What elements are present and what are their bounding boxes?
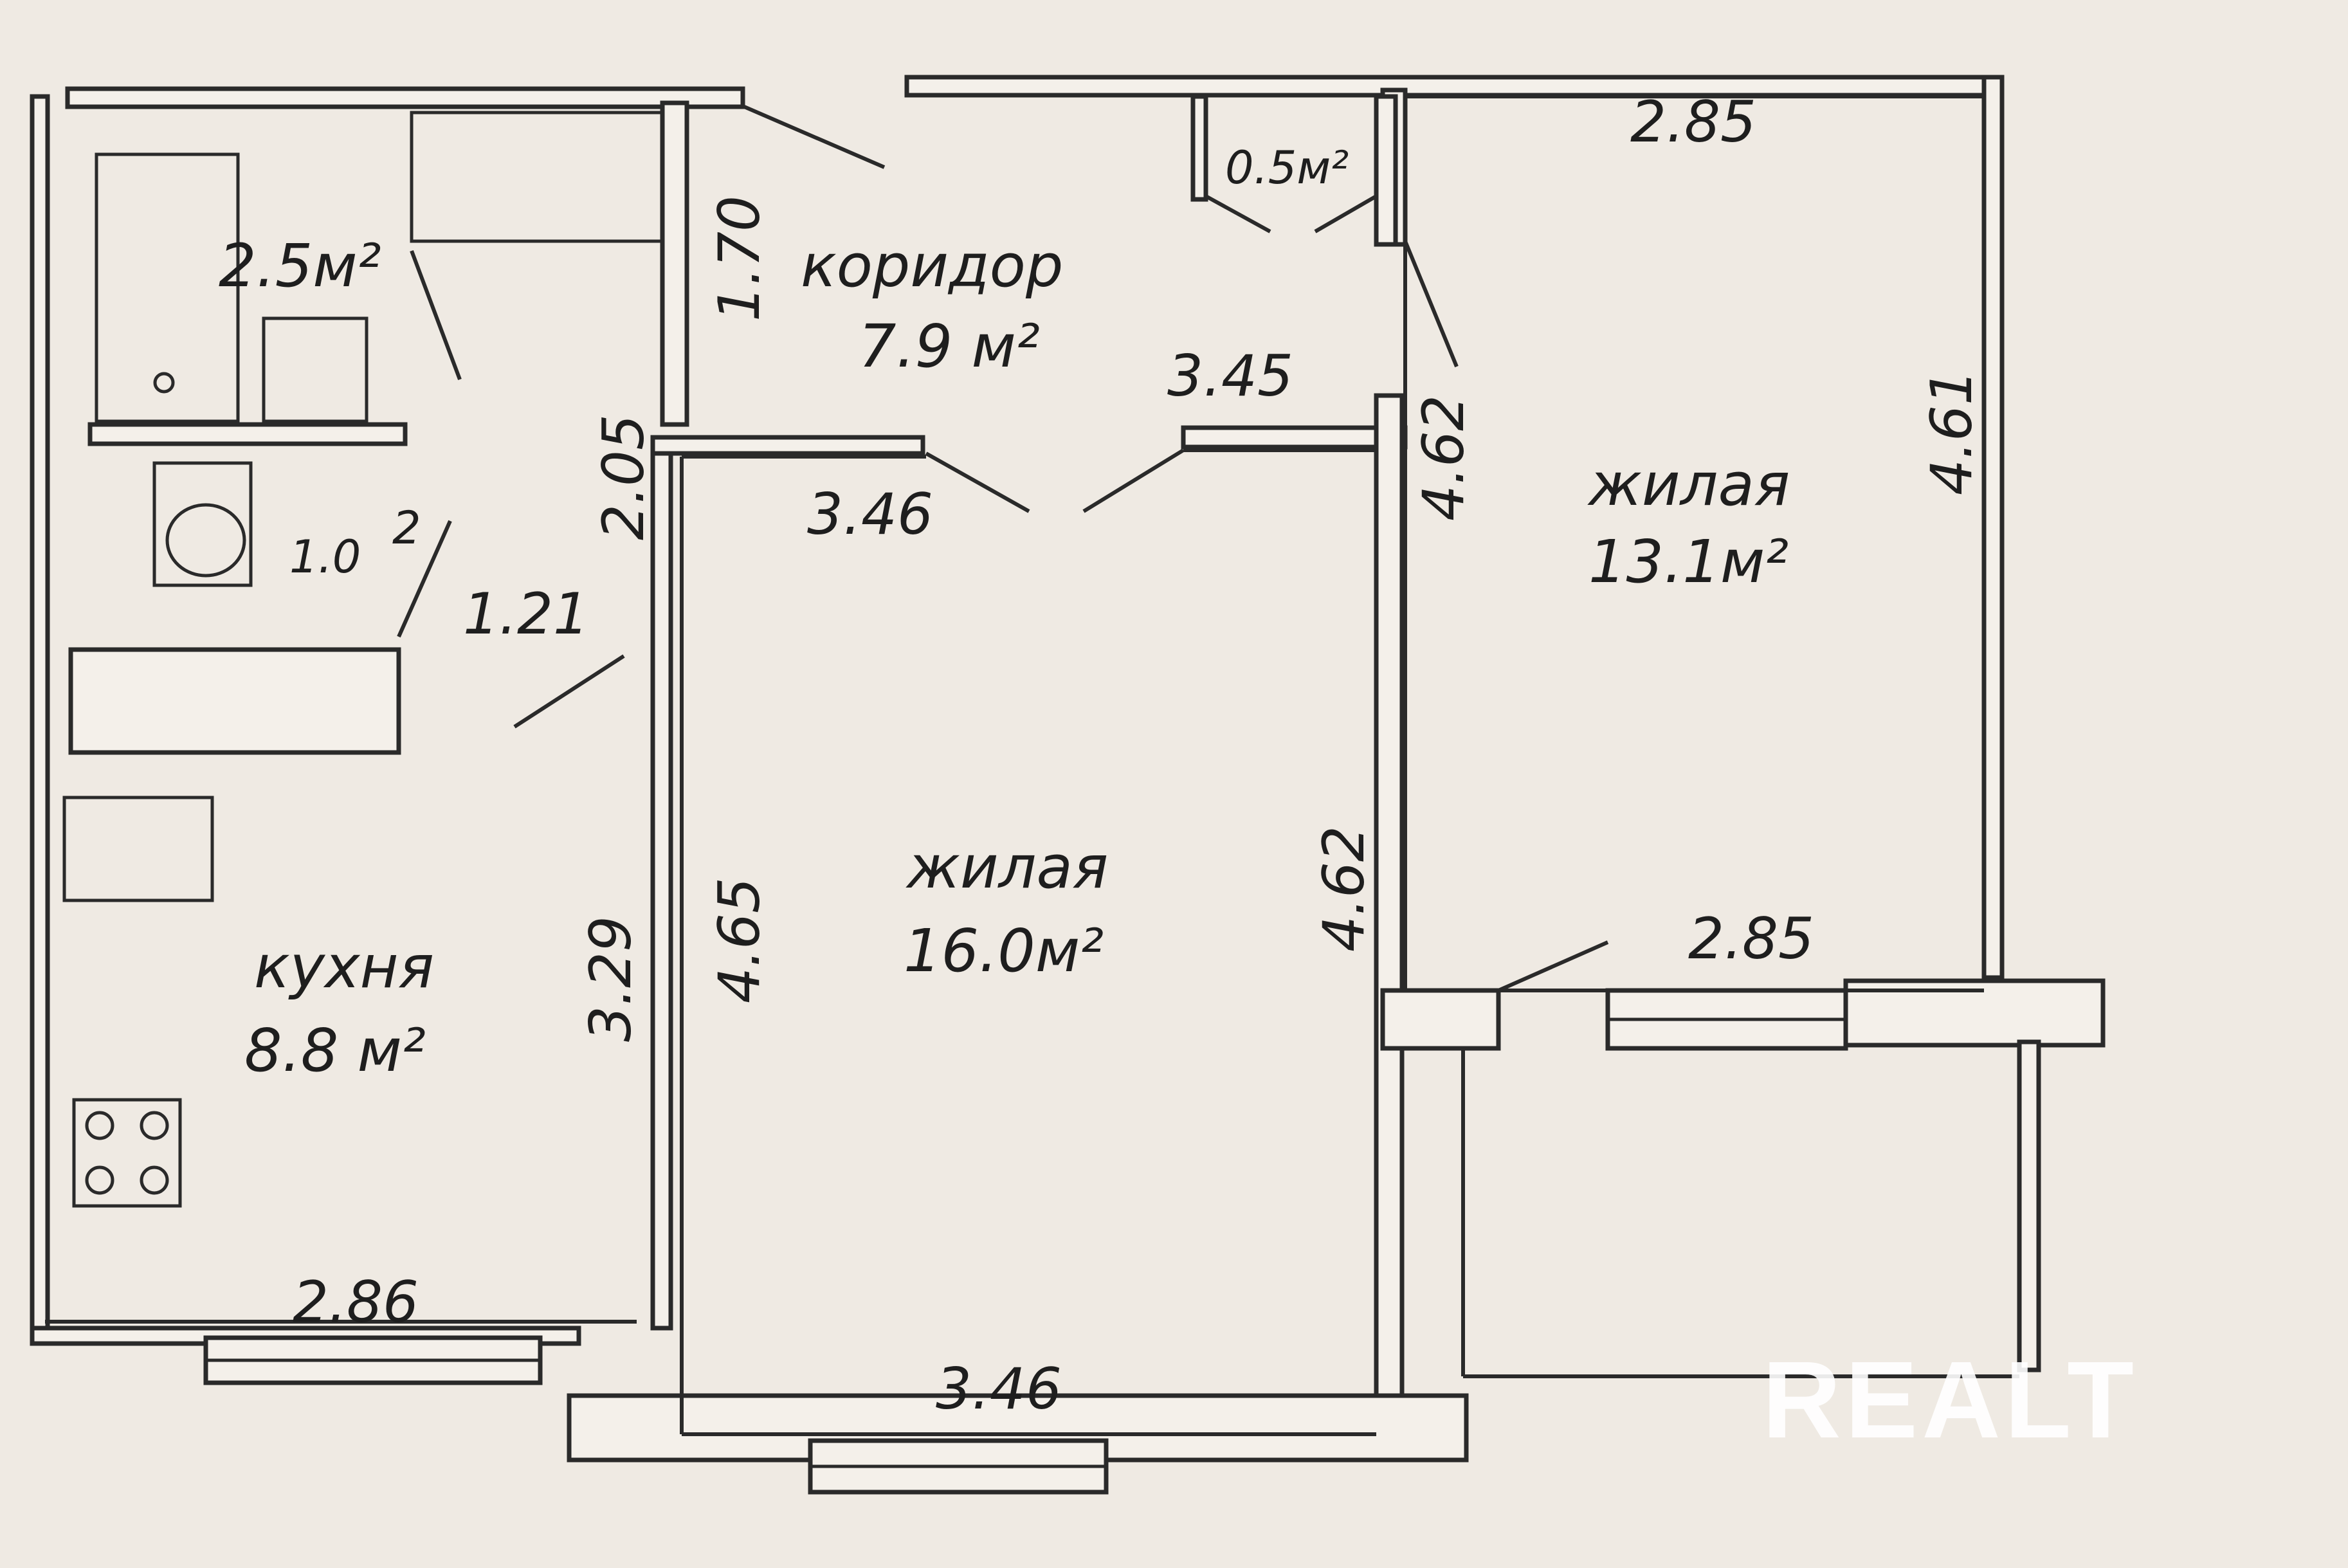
living-small-area: 13.1м² (1588, 527, 1788, 596)
toilet-tank (152, 461, 253, 587)
dim-living-large-top: 3.46 (807, 481, 933, 547)
fixtures (62, 111, 664, 1208)
balcony-partition (1380, 988, 1501, 1051)
bath-partition (660, 100, 689, 427)
closet-wall-right (1374, 94, 1398, 247)
room-labels: 2.5м² 1.0 2 0.5м² коридор 7.9 м² кухня 8… (219, 141, 1790, 1085)
bath-toilet-wall (87, 422, 408, 446)
living-large-name: жилая (906, 833, 1108, 902)
living-large-door-left (925, 451, 1030, 513)
kitchen-door (513, 654, 625, 729)
dim-living-large-bottom: 3.46 (936, 1356, 1062, 1422)
toilet-door (397, 520, 452, 638)
dim-living-small-bottom: 2.85 (1688, 906, 1814, 972)
bath-cabinet (410, 111, 664, 243)
closet-area: 0.5м² (1225, 141, 1349, 194)
balcony-door (1497, 940, 1609, 992)
kitchen-sink (62, 796, 214, 902)
dim-living-small-left: 4.62 (1410, 395, 1477, 521)
bathroom-door (410, 250, 462, 381)
bathroom-area: 2.5м² (219, 232, 381, 300)
entrance-door (742, 104, 886, 169)
windows (203, 988, 1848, 1495)
toilet-area: 1.0 (289, 531, 361, 583)
realt-watermark: REALT (1762, 1339, 2138, 1461)
kitchen-area: 8.8 м² (244, 1016, 426, 1085)
living-large-top-wall-right (1181, 425, 1408, 450)
closet-wall-left (1190, 94, 1208, 202)
closet-door-right (1314, 194, 1378, 233)
outer-wall-top-right (904, 75, 2003, 98)
outer-wall-top-left (65, 86, 745, 109)
corridor-area: 7.9 м² (859, 312, 1040, 381)
living-large-top-wall-left (650, 435, 925, 456)
dim-kitchen-depth: 3.29 (578, 916, 644, 1042)
bathtub (95, 152, 240, 423)
toilet-bottom-block (68, 647, 401, 755)
dim-corridor-width: 3.45 (1167, 343, 1293, 409)
living-large-area: 16.0м² (904, 916, 1104, 985)
outer-wall-right (1981, 75, 2005, 980)
kitchen-name: кухня (254, 933, 434, 1001)
dimension-labels: 1.70 2.05 1.21 2.86 3.29 3.46 3.46 4.65 … (293, 89, 1985, 1422)
dim-living-large-left: 4.65 (706, 877, 772, 1003)
closet-door-left (1205, 194, 1271, 233)
bathtub-drain (153, 372, 175, 394)
outer-wall-left (30, 94, 50, 1340)
dim-toilet-height: 2.05 (590, 414, 657, 540)
dim-living-small-top: 2.85 (1630, 89, 1756, 155)
living-large-door-right (1082, 448, 1185, 513)
dim-bath-corridor: 1.70 (706, 196, 772, 322)
toilet-area-sup: 2 (392, 502, 421, 554)
kitchen-living-wall (650, 435, 673, 1331)
dim-living-small-right: 4.61 (1918, 369, 1985, 495)
dim-living-large-right: 4.62 (1311, 826, 1377, 952)
corridor-name: коридор (801, 232, 1063, 300)
doors (397, 104, 1609, 992)
living-small-name: жилая (1587, 450, 1790, 519)
washbasin (262, 316, 369, 423)
stove (72, 1098, 182, 1208)
dim-toilet-width: 1.21 (463, 581, 589, 647)
living-small-door (1403, 240, 1459, 368)
dim-kitchen-width: 2.86 (293, 1269, 419, 1335)
living-divider-wall (1374, 393, 1405, 1434)
toilet-bowl (165, 503, 246, 578)
balcony-rail-right (2017, 1039, 2041, 1372)
